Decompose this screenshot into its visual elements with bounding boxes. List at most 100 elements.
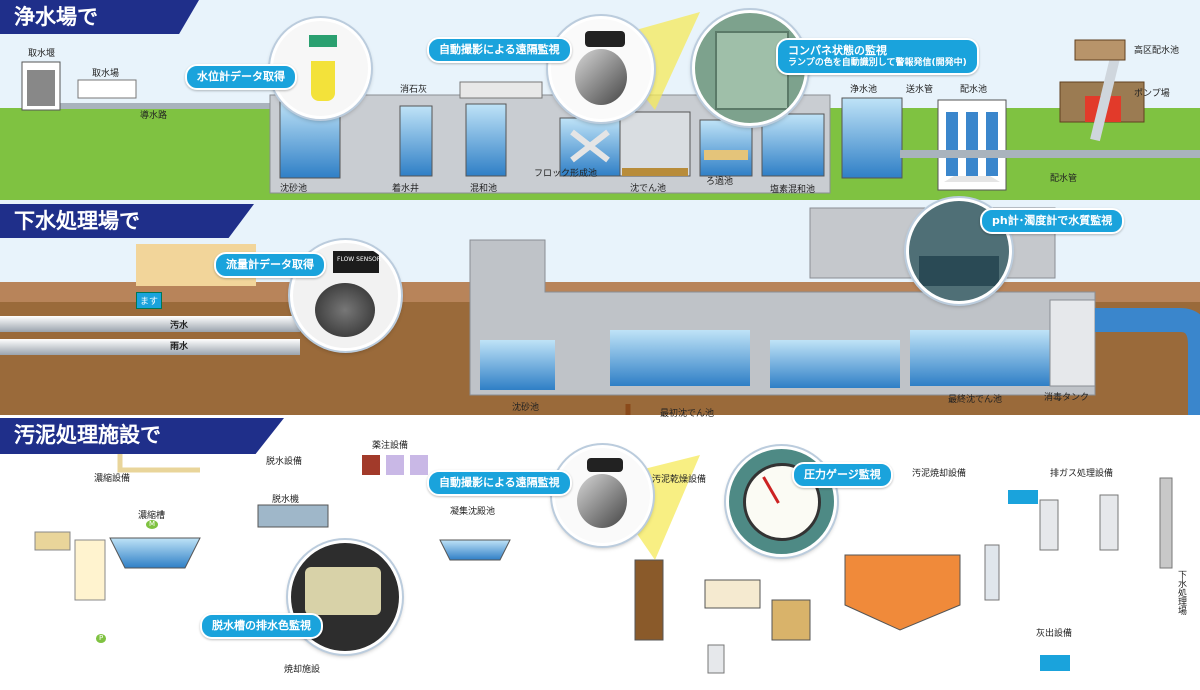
- dome-camera-icon-2: [577, 474, 627, 528]
- distribution-funnels: [944, 176, 1000, 182]
- sludge-section: [0, 415, 1200, 690]
- callout-auto-camera-water: 自動撮影による遠隔監視: [427, 37, 572, 63]
- camera-photo-sludge: [552, 445, 653, 546]
- label-supply-pipe: 送水管: [906, 85, 934, 95]
- callout-auto-camera-sludge: 自動撮影による遠隔監視: [427, 470, 572, 496]
- dome-camera-icon: [575, 49, 627, 105]
- distribution-column-1: [946, 112, 958, 176]
- mixing-basin: [465, 103, 507, 177]
- thickening-feed-box: [34, 531, 71, 551]
- label-conduit: 導水路: [140, 111, 168, 121]
- label-high-area-basin: 高区配水池: [1134, 46, 1180, 56]
- settling-basin: [619, 111, 691, 177]
- floc-mixer: [570, 129, 610, 163]
- flow-sensor-display: [333, 251, 379, 273]
- rain-pipe: [0, 339, 300, 355]
- callout-flow-meter: 流量計データ取得: [214, 252, 326, 278]
- callout-ph-meter: ph計･濁度計で水質監視: [980, 208, 1125, 234]
- label-sewage-grit: 沈砂池: [512, 403, 540, 413]
- drying-hopper: [634, 559, 664, 641]
- disinfection-tank: [1049, 299, 1096, 387]
- label-mixing: 混和池: [470, 184, 498, 194]
- label-dehydration-equipment: 脱水設備: [266, 457, 303, 467]
- flow-sensor-text: FLOW SENSOR: [337, 256, 381, 263]
- intake-station: [77, 79, 137, 99]
- chimney: [1159, 477, 1173, 569]
- label-intake-station: 取水場: [92, 69, 120, 79]
- banner-water: 浄水場で: [0, 0, 199, 34]
- banner-sludge: 汚泥処理施設で: [0, 418, 284, 454]
- dryer-unit: [704, 579, 761, 609]
- label-chemical: 薬注設備: [372, 441, 409, 451]
- final-settling: [910, 330, 1050, 386]
- scrubber-2: [1099, 494, 1119, 551]
- camera-mount-icon: [585, 31, 625, 47]
- label-chlorine: 塩素混和池: [770, 185, 816, 195]
- intake-weir-grate: [27, 70, 55, 106]
- label-thickening-equipment: 濃縮設備: [94, 474, 131, 484]
- distribution-pipe: [900, 150, 1200, 158]
- pump-rise-pipe: [1090, 56, 1120, 142]
- clean-water-basin: [841, 97, 903, 179]
- label-dehydrator: 脱水機: [272, 495, 300, 505]
- chemical-tank-purple: [386, 455, 404, 475]
- coagulation-tank: [439, 539, 511, 561]
- label-clean-basin: 浄水池: [850, 85, 878, 95]
- label-rain: 雨水: [170, 342, 189, 352]
- label-lime: 消石灰: [400, 85, 428, 95]
- label-settling: 沈でん池: [630, 184, 667, 194]
- callout-control-panel-title: コンパネ状態の監視: [788, 44, 887, 57]
- conduit-pipe: [60, 103, 275, 109]
- water-level-sensor-head: [309, 35, 337, 47]
- settling-sludge: [622, 168, 688, 176]
- label-incineration: 汚泥焼却設備: [912, 469, 967, 479]
- label-distribution-pipe: 配水管: [1050, 174, 1078, 184]
- sewage-grit: [480, 340, 555, 390]
- label-intake-weir: 取水堰: [28, 49, 56, 59]
- callout-control-panel-sub: ランプの色を自動識別して警報発信(開発中): [788, 57, 967, 68]
- label-sewage: 汚水: [170, 321, 189, 331]
- heat-exchanger: [1008, 490, 1038, 504]
- label-drying: 汚泥乾燥設備: [652, 475, 707, 485]
- motor-symbol-1: M: [146, 520, 159, 529]
- distribution-column-3: [986, 112, 998, 176]
- chemical-tank-red: [362, 455, 380, 475]
- label-disinfection: 消毒タンク: [1044, 393, 1090, 403]
- incinerator-furnace: [844, 554, 961, 631]
- chemical-tank-lilac: [410, 455, 428, 475]
- label-distribution-basin: 配水池: [960, 85, 988, 95]
- label-to-sewer: 下水処理場: [1176, 570, 1186, 615]
- label-grit-basin: 沈砂池: [280, 184, 308, 194]
- manhole-sign: ます: [136, 292, 163, 309]
- label-pump-station: ポンプ場: [1134, 89, 1170, 99]
- first-settling: [610, 330, 750, 386]
- label-final-settling: 最終沈でん池: [948, 395, 1003, 405]
- thickening-column: [74, 539, 106, 601]
- filter-sand: [704, 150, 748, 160]
- chlorine-basin: [761, 113, 825, 177]
- label-incineration-facility: 焼却施設: [284, 665, 321, 675]
- label-exhaust-gas: 排ガス処理設備: [1050, 469, 1114, 479]
- ph-tank-water: [919, 256, 999, 286]
- distribution-column-2: [966, 112, 978, 176]
- cyclone: [984, 544, 1000, 601]
- label-filter: ろ過池: [706, 177, 734, 187]
- callout-pressure-gauge: 圧力ゲージ監視: [792, 462, 893, 488]
- aeration-tank: [770, 340, 900, 388]
- scrubber-1: [1039, 499, 1059, 551]
- dehydrator-machine: [257, 504, 329, 528]
- ash-truck: [1040, 655, 1070, 671]
- flow-meter-flange: [315, 283, 375, 337]
- banner-sewage: 下水処理場で: [0, 204, 254, 238]
- filter-basin: [699, 119, 753, 177]
- water-level-sensor-body: [311, 61, 335, 101]
- dry-sludge-bin: [771, 599, 811, 641]
- label-first-settling: 最初沈でん池: [660, 409, 715, 419]
- condenser: [707, 644, 725, 674]
- label-thickening-tank: 濃縮槽: [138, 511, 166, 521]
- lime-building: [459, 81, 543, 99]
- pressure-gauge-dial: [743, 463, 821, 541]
- sewage-pipe: [0, 316, 300, 332]
- callout-dehydration-color: 脱水槽の排水色監視: [200, 613, 323, 639]
